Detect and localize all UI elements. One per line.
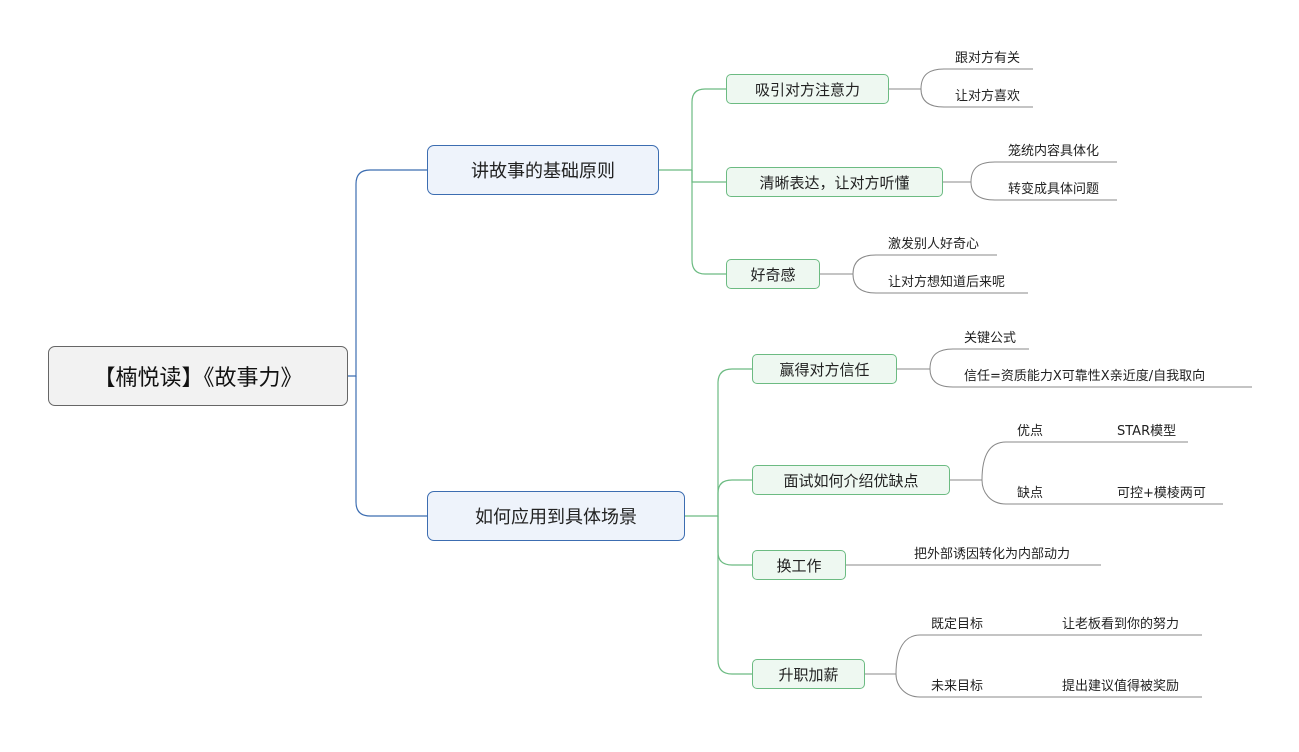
root-topic[interactable]: 【楠悦读】《故事力》 (48, 346, 348, 406)
subtopic-change-job[interactable]: 换工作 (752, 550, 846, 580)
subtopic-interview-pros-cons[interactable]: 面试如何介绍优缺点 (752, 465, 950, 495)
topic-application-scenarios[interactable]: 如何应用到具体场景 (427, 491, 685, 541)
leaf-trust-formula[interactable]: 信任=资质能力X可靠性X亲近度/自我取向 (964, 369, 1206, 384)
leaf-connectors (820, 68, 1252, 698)
leaf-spark-curiosity[interactable]: 激发别人好奇心 (888, 237, 980, 252)
leaf-controllable-ambiguous[interactable]: 可控+模棱两可 (1117, 486, 1206, 501)
leaf-what-happens-next[interactable]: 让对方想知道后来呢 (888, 275, 1006, 290)
leaf-specific-question[interactable]: 转变成具体问题 (1008, 182, 1100, 197)
sub-set-goals[interactable]: 既定目标 (931, 617, 984, 632)
sub-pros[interactable]: 优点 (1017, 424, 1044, 439)
leaf-star-model[interactable]: STAR模型 (1117, 424, 1177, 439)
topic-storytelling-principles[interactable]: 讲故事的基础原则 (427, 145, 659, 195)
root-connectors (348, 169, 427, 517)
leaf-key-formula[interactable]: 关键公式 (964, 331, 1017, 346)
leaf-related-to-them[interactable]: 跟对方有关 (955, 51, 1021, 66)
sub-future-goals[interactable]: 未来目标 (931, 679, 984, 694)
leaf-make-concrete[interactable]: 笼统内容具体化 (1008, 144, 1100, 159)
sub-cons[interactable]: 缺点 (1017, 486, 1044, 501)
leaf-external-to-internal[interactable]: 把外部诱因转化为内部动力 (914, 547, 1071, 562)
leaf-make-them-like[interactable]: 让对方喜欢 (955, 89, 1021, 104)
subtopic-attract-attention[interactable]: 吸引对方注意力 (726, 74, 889, 104)
branch-connectors (659, 88, 752, 675)
leaf-show-effort[interactable]: 让老板看到你的努力 (1062, 617, 1180, 632)
subtopic-promotion-raise[interactable]: 升职加薪 (752, 659, 865, 689)
subtopic-clear-expression[interactable]: 清晰表达，让对方听懂 (726, 167, 943, 197)
subtopic-win-trust[interactable]: 赢得对方信任 (752, 354, 897, 384)
subtopic-curiosity[interactable]: 好奇感 (726, 259, 820, 289)
leaf-propose-rewarded[interactable]: 提出建议值得被奖励 (1062, 679, 1180, 694)
